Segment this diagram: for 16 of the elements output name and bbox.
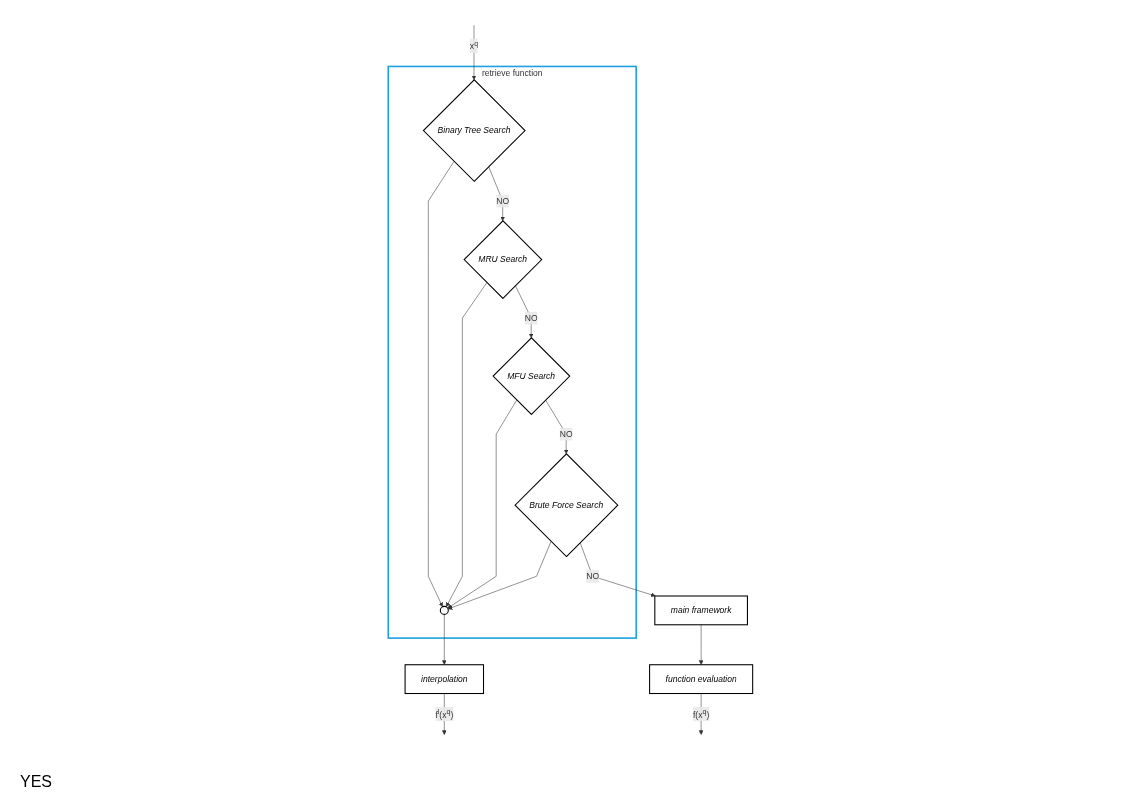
note-text: YES: [20, 773, 52, 791]
node-box: function evaluation: [648, 664, 753, 695]
edge-label: x$^{q}$: [469, 39, 478, 52]
node-box: interpolation: [404, 664, 484, 695]
node-box: main framework: [653, 595, 748, 626]
node-diamond: MFU Search: [491, 337, 571, 416]
edge-label: NO: [559, 429, 573, 439]
edge-label: NO: [524, 313, 538, 323]
node-diamond: Brute Force Search: [513, 453, 619, 558]
edge-label: f$^{l}$(x$^{q}$): [434, 707, 453, 720]
node-diamond: MRU Search: [462, 220, 543, 300]
edge-label: NO: [495, 196, 509, 206]
edge-label: NO: [585, 571, 599, 581]
node-circle: [439, 605, 449, 615]
node-diamond: Binary Tree Search: [422, 79, 526, 183]
edge-label: f(x$^{q}$): [692, 707, 709, 720]
